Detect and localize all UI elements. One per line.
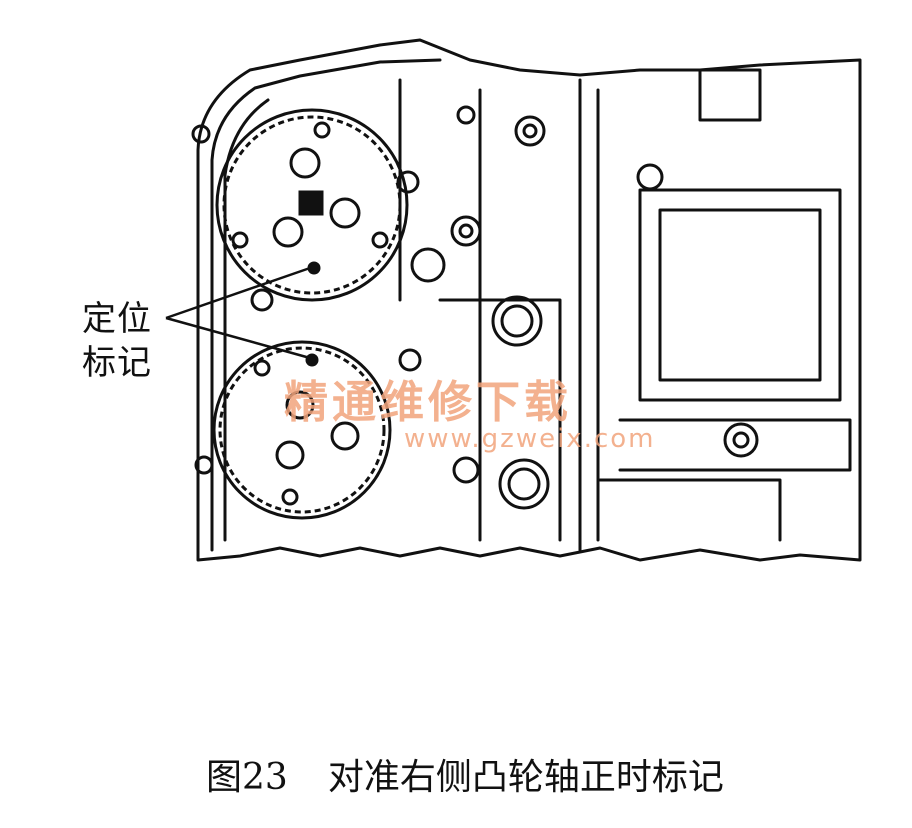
callout-label-line2: 标记 xyxy=(82,343,152,383)
upper-cam-gear xyxy=(215,108,409,302)
figure-number: 图23 xyxy=(206,757,288,798)
block-detail-3 xyxy=(598,478,782,542)
bolts xyxy=(191,105,759,510)
upper-timing-mark xyxy=(307,261,321,275)
block-rect-1 xyxy=(638,188,842,402)
block-detail-1 xyxy=(618,418,852,472)
figure-caption: 图23 对准右侧凸轮轴正时标记 xyxy=(206,748,724,800)
leader-lines xyxy=(165,266,311,360)
block-rect-2 xyxy=(658,208,822,382)
block-detail-2 xyxy=(698,68,762,122)
callout-label-line1: 定位 xyxy=(82,299,152,339)
watermark-url: www.gzweix.com xyxy=(404,424,656,454)
inner-outline xyxy=(210,58,442,552)
watermark-text: 精通维修下载 xyxy=(284,377,572,428)
cover-outline xyxy=(196,38,862,562)
caption-text: 对准右侧凸轮轴正时标记 xyxy=(327,757,724,798)
lower-cam-gear xyxy=(212,340,392,520)
rib-3 xyxy=(438,298,562,542)
gasket-line xyxy=(223,98,270,542)
